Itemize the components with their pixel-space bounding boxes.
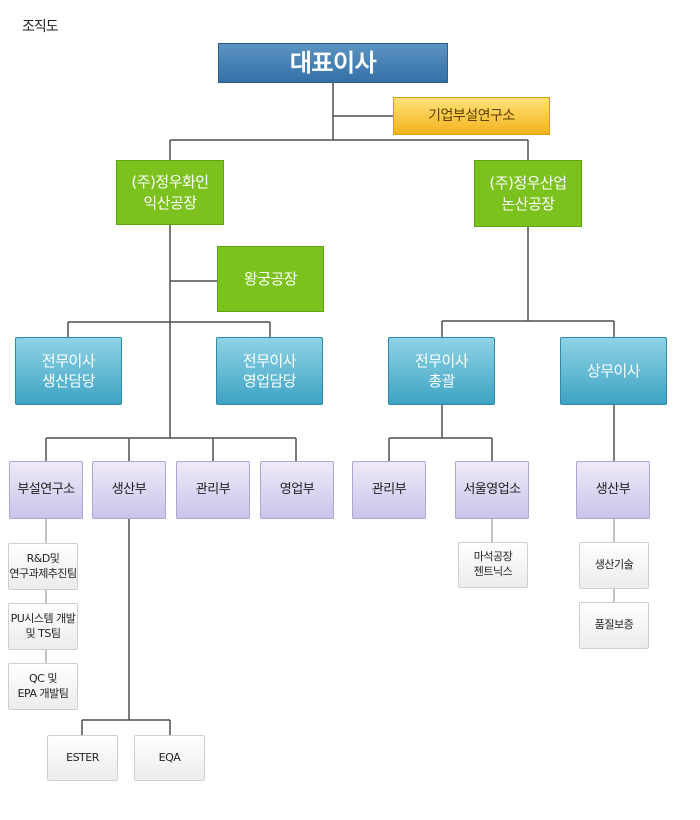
exec-production-role: 생산담당 [41, 372, 96, 390]
wanggung-plant-label: 왕궁공장 [243, 269, 298, 288]
company-left-site: 익산공장 [143, 193, 197, 212]
exec-sales-title: 전무이사 [242, 351, 297, 370]
team-maseok-line1: 마석공장 [473, 550, 513, 564]
dept-admin-left-label: 관리부 [195, 482, 231, 498]
dept-production-right-box: 생산부 [576, 461, 650, 519]
team-rnd-box: R&D및 연구과제추진팀 [8, 543, 78, 590]
company-right-box: (주)정우산업 논산공장 [474, 160, 582, 227]
team-qc-line1: QC 및 [29, 671, 57, 685]
team-pu-line1: PU시스템 개발 [10, 611, 76, 625]
company-left-name: (주)정우화인 [131, 173, 209, 192]
exec-sales-box: 전무이사 영업담당 [216, 337, 323, 405]
dept-sales-box: 영업부 [260, 461, 334, 519]
ceo-box: 대표이사 [218, 43, 448, 83]
team-eqa-box: EQA [134, 735, 205, 781]
team-prod-tech-label: 생산기술 [594, 558, 634, 572]
team-ester-box: ESTER [47, 735, 118, 781]
team-qc-box: QC 및 EPA 개발팀 [8, 663, 78, 710]
corporate-lab-box: 기업부설연구소 [393, 97, 550, 135]
team-pu-box: PU시스템 개발 및 TS팀 [8, 603, 78, 650]
team-rnd-line1: R&D및 [26, 551, 60, 565]
team-eqa-label: EQA [158, 750, 181, 764]
dept-production-right-label: 생산부 [595, 482, 631, 498]
team-prod-tech-box: 생산기술 [579, 542, 649, 589]
corporate-lab-label: 기업부설연구소 [428, 107, 515, 124]
dept-seoul-sales-label: 서울영업소 [463, 482, 521, 498]
company-right-site: 논산공장 [501, 194, 555, 213]
team-maseok-line2: 젠트닉스 [473, 565, 513, 578]
dept-admin-right-box: 관리부 [352, 461, 426, 519]
team-rnd-line2: 연구과제추진팀 [9, 566, 77, 580]
dept-research-box: 부설연구소 [9, 461, 83, 519]
dept-sales-label: 영업부 [279, 482, 315, 498]
team-quality-label: 품질보증 [594, 618, 634, 632]
dept-admin-left-box: 관리부 [176, 461, 250, 519]
company-right-name: (주)정우산업 [489, 174, 567, 193]
dept-production-label: 생산부 [111, 482, 147, 498]
dept-admin-right-label: 관리부 [371, 482, 407, 498]
exec-production-box: 전무이사 생산담당 [15, 337, 122, 405]
ceo-label: 대표이사 [289, 48, 377, 77]
exec-general-box: 전무이사 총괄 [388, 337, 495, 405]
team-qc-line2: EPA 개발팀 [17, 686, 69, 700]
exec-general-role: 총괄 [428, 372, 455, 390]
company-left-box: (주)정우화인 익산공장 [116, 160, 224, 225]
team-quality-box: 품질보증 [579, 602, 649, 649]
page-title: 조직도 [22, 19, 59, 35]
team-maseok-box: 마석공장 젠트닉스 [458, 542, 528, 588]
managing-director-box: 상무이사 [560, 337, 667, 405]
dept-seoul-sales-box: 서울영업소 [455, 461, 529, 519]
exec-sales-role: 영업담당 [242, 372, 297, 390]
exec-production-title: 전무이사 [41, 351, 96, 370]
managing-director-label: 상무이사 [586, 361, 641, 380]
team-pu-line2: 및 TS팀 [25, 626, 61, 640]
exec-general-title: 전무이사 [414, 351, 469, 370]
team-ester-label: ESTER [66, 750, 99, 764]
dept-production-box: 생산부 [92, 461, 166, 519]
wanggung-plant-box: 왕궁공장 [217, 246, 324, 312]
dept-research-label: 부설연구소 [17, 482, 75, 498]
